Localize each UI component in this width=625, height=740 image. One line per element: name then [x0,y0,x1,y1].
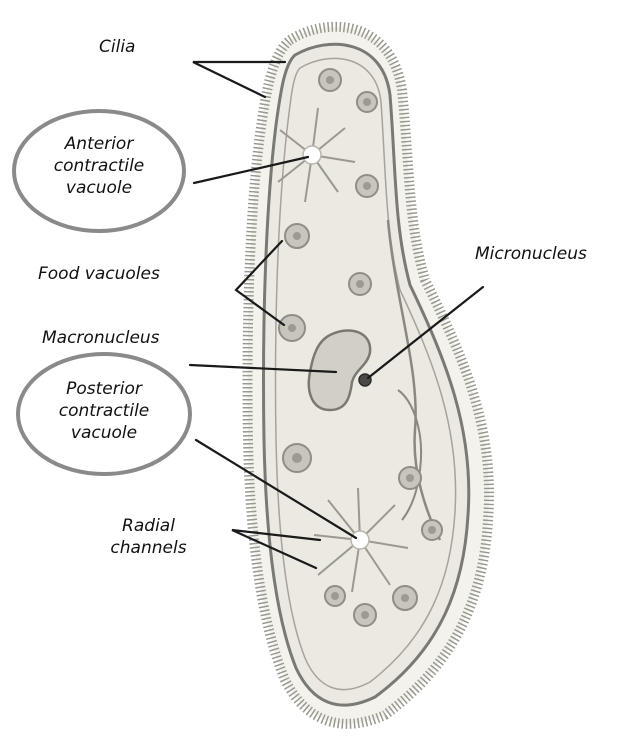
label-posterior-line1: Posterior [44,378,164,400]
label-food-vacuoles: Food vacuoles [38,263,160,285]
label-cilia: Cilia [99,36,135,58]
label-radial-channels: Radial channels [101,515,196,559]
label-micronucleus: Micronucleus [475,243,587,265]
label-posterior-line3: vacuole [44,422,164,444]
label-anterior-contractile-vacuole: Anterior contractile vacuole [39,133,159,199]
label-macronucleus: Macronucleus [42,327,160,349]
label-posterior-line2: contractile [44,400,164,422]
label-anterior-line1: Anterior [39,133,159,155]
label-anterior-line3: vacuole [39,177,159,199]
label-radial-line1: Radial [101,515,196,537]
label-anterior-line2: contractile [39,155,159,177]
label-posterior-contractile-vacuole: Posterior contractile vacuole [44,378,164,444]
label-radial-line2: channels [101,537,196,559]
